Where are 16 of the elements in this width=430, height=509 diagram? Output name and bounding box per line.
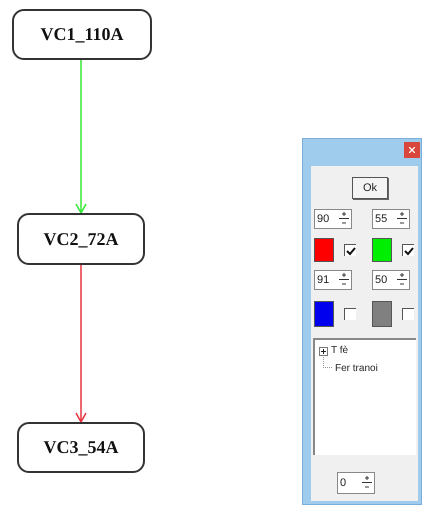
node-label: VC1_110A [40,23,124,46]
number-spinner: 90 [314,209,352,229]
ok-button: Ok [352,177,388,199]
number-spinner: 91 [314,270,352,290]
number-spinner: 0 [337,472,375,494]
process-box [17,213,145,265]
process-box [12,9,152,60]
arrow [75,265,87,423]
number-spinner: 55 [372,209,410,229]
number-spinner: 50 [372,270,410,290]
tree-item: Fer tranoi [335,362,378,376]
tree-item: T fè [331,344,348,358]
node-label: VC3_54A [44,436,118,459]
arrow [75,60,87,214]
process-box [17,422,145,473]
node-label: VC2_72A [44,228,118,250]
